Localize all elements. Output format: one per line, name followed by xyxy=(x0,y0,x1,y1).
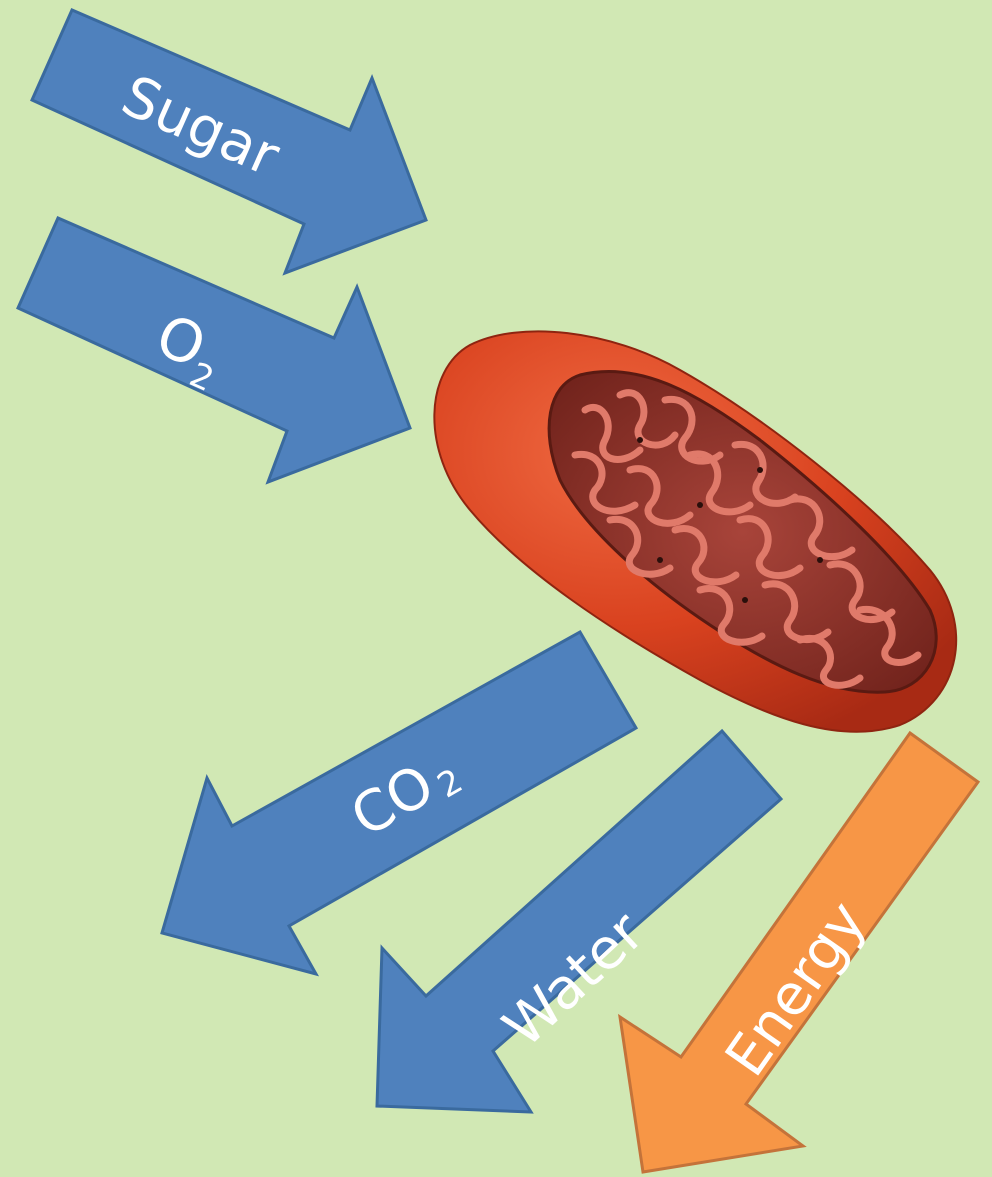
carbon-dioxide-arrow-shape xyxy=(160,629,639,977)
carbon-dioxide-arrow: CO2 xyxy=(160,629,639,977)
mitochondrion xyxy=(433,330,958,733)
mitochondrion-cristae xyxy=(571,389,922,689)
oxygen-arrow-shape xyxy=(16,216,412,485)
energy-arrow-shape xyxy=(618,730,981,1174)
oxygen-arrow: O2 xyxy=(16,216,412,485)
sugar-arrow-shape xyxy=(30,8,428,276)
water-arrow-shape xyxy=(375,728,784,1114)
mitochondrion-granules xyxy=(637,437,823,603)
mitochondrion-inner-cavity xyxy=(547,370,938,694)
